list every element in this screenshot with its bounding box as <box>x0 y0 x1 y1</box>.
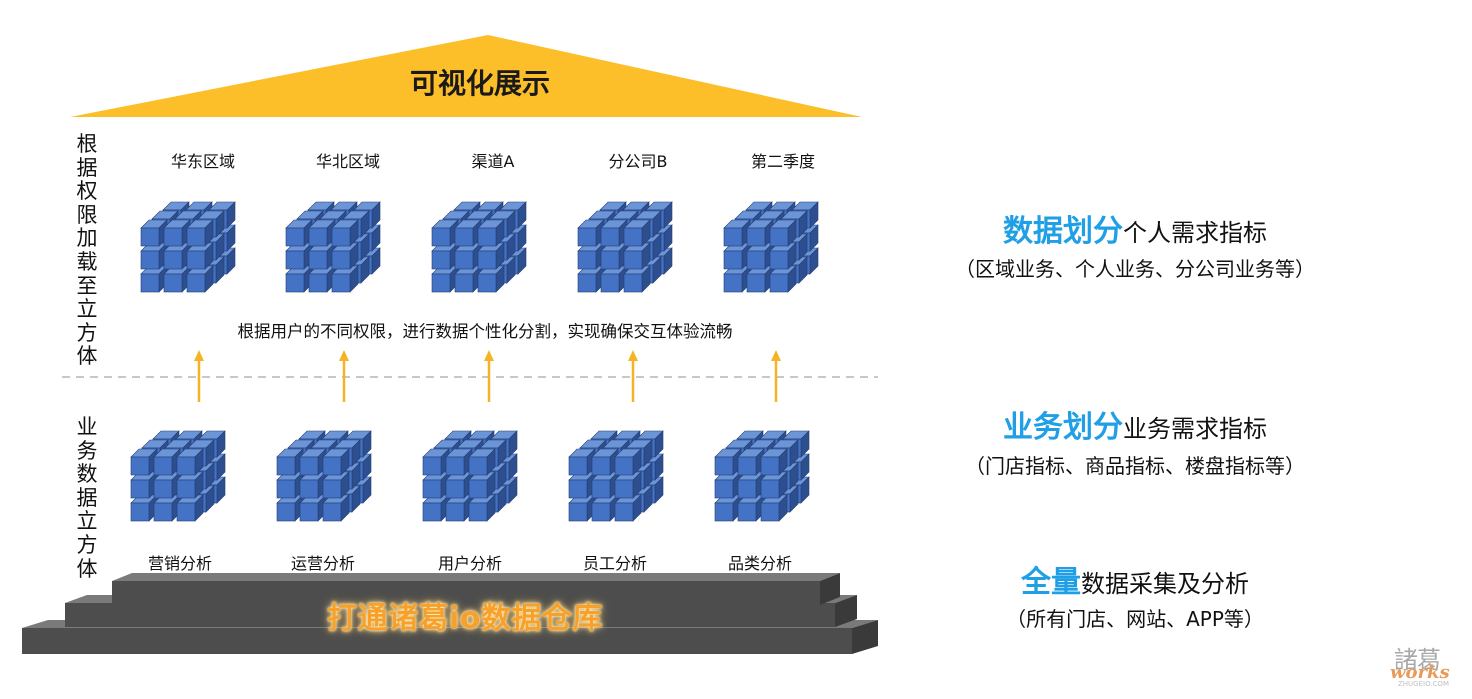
data-cube <box>714 430 810 522</box>
right-heading-data-split: 数据划分个人需求指标 <box>900 206 1370 250</box>
heading-normal: 个人需求指标 <box>1123 219 1267 247</box>
data-cube <box>130 430 226 522</box>
logo-text: 諸葛 <box>1394 646 1441 674</box>
data-cube <box>568 430 664 522</box>
roof-triangle <box>70 35 862 117</box>
data-cube <box>285 201 381 293</box>
permission-split-description: 根据用户的不同权限，进行数据个性化分割，实现确保交互体验流畅 <box>237 322 733 341</box>
right-heading-full-data: 全量数据采集及分析 <box>900 557 1370 601</box>
data-cube <box>723 201 819 293</box>
data-cube <box>577 201 673 293</box>
heading-highlight: 全量 <box>1021 565 1081 600</box>
upward-arrows <box>194 350 781 402</box>
right-subtext-full-data: （所有门店、网站、APP等） <box>1006 607 1264 631</box>
top-cube-row <box>140 201 819 293</box>
upper-side-label: 根据权限加载至立方体 <box>76 132 98 369</box>
top-cube-label: 分公司B <box>608 152 668 171</box>
base-steps <box>22 573 878 654</box>
up-arrow-icon <box>484 350 494 402</box>
bottom-cube-row <box>130 430 810 522</box>
bottom-cube-label: 品类分析 <box>727 554 792 573</box>
data-cube <box>276 430 372 522</box>
heading-normal: 数据采集及分析 <box>1081 570 1249 598</box>
right-heading-business-split: 业务划分业务需求指标 <box>900 402 1370 446</box>
right-subtext-data-split: （区域业务、个人业务、分公司业务等） <box>955 257 1315 281</box>
up-arrow-icon <box>194 350 204 402</box>
heading-highlight: 数据划分 <box>1003 214 1123 249</box>
up-arrow-icon <box>628 350 638 402</box>
heading-highlight: 业务划分 <box>1003 410 1123 445</box>
bottom-cube-label: 运营分析 <box>290 554 355 573</box>
top-cube-label: 华北区域 <box>315 152 380 171</box>
logo-small-text: ZHUGEIO.COM <box>1398 680 1449 688</box>
bottom-cube-label: 营销分析 <box>147 554 212 573</box>
right-subtext-business-split: （门店指标、商品指标、楼盘指标等） <box>965 454 1305 478</box>
zhuge-logo: 諸葛 works ZHUGEIO.COM <box>1380 640 1460 690</box>
base-step <box>112 573 840 605</box>
data-cube <box>422 430 518 522</box>
bottom-cube-label: 员工分析 <box>582 554 647 573</box>
data-cube <box>431 201 527 293</box>
top-cube-label: 第二季度 <box>750 152 815 171</box>
lower-side-label: 业务数据立方体 <box>76 415 98 581</box>
heading-normal: 业务需求指标 <box>1123 415 1267 443</box>
data-cube <box>140 201 236 293</box>
data-warehouse-title: 打通诸葛io数据仓库 <box>327 601 603 636</box>
top-cube-label: 华东区域 <box>170 152 235 171</box>
roof-title: 可视化展示 <box>409 67 550 100</box>
bottom-cube-label: 用户分析 <box>437 554 502 573</box>
up-arrow-icon <box>771 350 781 402</box>
logo-word: works <box>1390 662 1450 683</box>
up-arrow-icon <box>339 350 349 402</box>
top-cube-label: 渠道A <box>471 152 515 171</box>
